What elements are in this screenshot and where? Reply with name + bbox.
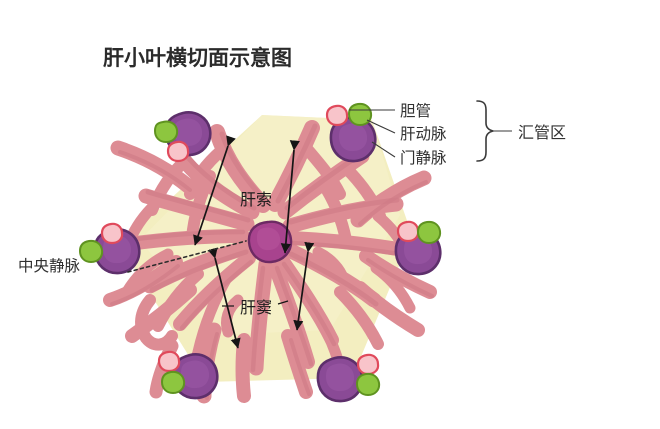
bile-duct-dot <box>355 372 381 397</box>
hepatic-sinusoid-annotation: 肝窦 <box>207 241 315 349</box>
portal-triad-left <box>78 222 141 275</box>
bile-duct-dot <box>160 370 186 395</box>
central-vein <box>247 220 293 264</box>
curly-brace-icon <box>476 100 494 162</box>
page-title: 肝小叶横切面示意图 <box>103 46 292 70</box>
portal-triad-leaders <box>349 109 396 158</box>
bile-duct-dot <box>78 239 104 264</box>
hepatic-sinusoid-label: 肝窦 <box>240 298 272 317</box>
hepatic-artery-dot <box>325 104 349 127</box>
central-vein-annotation: 中央静脉 <box>18 240 247 275</box>
central-vein-label: 中央静脉 <box>18 257 81 275</box>
hepatic-artery-dot <box>157 350 181 373</box>
bile-duct-dot <box>153 120 179 144</box>
portal-triad-top-right <box>325 102 377 163</box>
hepatic-cord-annotation: 肝索 <box>193 135 300 254</box>
central-vein-highlight <box>257 227 281 251</box>
portal-area-brace-group: 汇管区 <box>476 100 566 162</box>
portal-triad-labels: 胆管 肝动脉 门静脉 <box>400 102 447 167</box>
hepatic-cord-label: 肝索 <box>240 190 272 209</box>
hepatic-artery-dot <box>356 353 380 376</box>
portal-area-label: 汇管区 <box>518 123 566 142</box>
hepatic-artery-dot <box>100 222 124 245</box>
portal-triad-right <box>394 220 442 276</box>
bile-duct-label: 胆管 <box>400 102 431 120</box>
portal-triad-bottom-right <box>316 353 381 403</box>
hepatic-artery-dot <box>166 140 190 163</box>
bile-duct-dot <box>347 102 373 127</box>
portal-vein-highlight <box>181 360 210 389</box>
portal-vein-label: 门静脉 <box>400 149 447 167</box>
portal-vein-highlight <box>339 123 368 152</box>
hepatic-artery-label: 肝动脉 <box>400 125 447 143</box>
bile-duct-dot <box>416 220 442 245</box>
portal-vein-highlight <box>326 363 355 392</box>
hepatic-artery-dot <box>396 220 420 243</box>
portal-triad-bottom-left <box>157 350 219 400</box>
portal-triad-top-left <box>153 111 212 163</box>
